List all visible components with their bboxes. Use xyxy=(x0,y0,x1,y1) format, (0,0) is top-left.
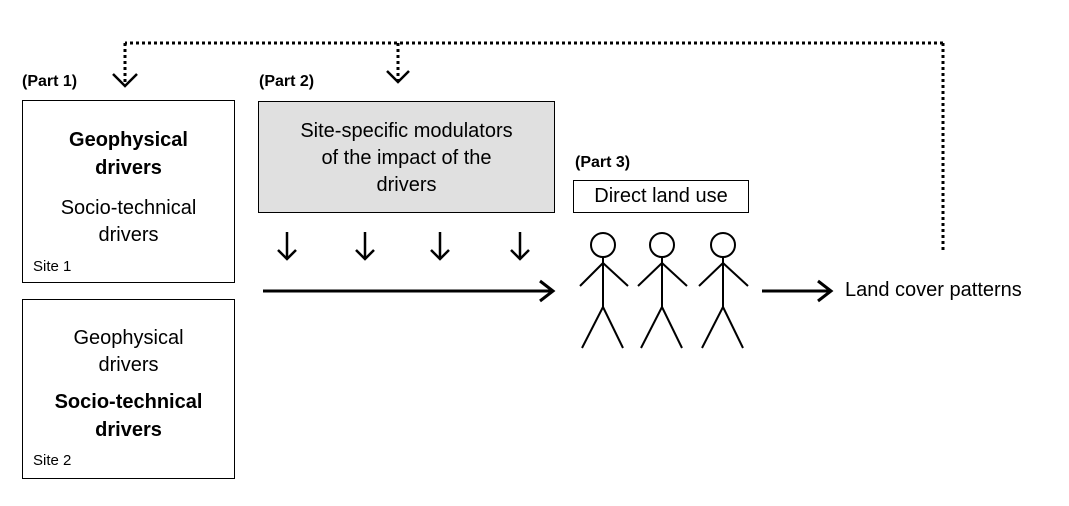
modulators-line1: Site-specific modulators xyxy=(300,120,513,142)
direct-land-use-box: Direct land use xyxy=(573,180,749,213)
arrowhead-part2 xyxy=(386,70,410,84)
site2-sociotechnical-drivers: drivers xyxy=(95,419,162,441)
site2-geophysical-drivers: drivers xyxy=(98,354,159,376)
feedback-loop xyxy=(123,41,945,250)
down-arrow-4 xyxy=(510,232,530,261)
direct-land-use-label: Direct land use xyxy=(594,185,728,207)
modulators-box: Site-specific modulators of the impact o… xyxy=(258,101,555,213)
modulators-line3: drivers xyxy=(376,174,437,196)
stick-figure-2 xyxy=(637,232,688,349)
site1-sociotechnical-drivers: drivers xyxy=(98,224,159,246)
down-arrow-1 xyxy=(277,232,297,261)
part1-label: (Part 1) xyxy=(22,73,78,90)
site1-geophysical-title: Geophysical xyxy=(69,129,188,151)
site2-label: Site 2 xyxy=(33,452,72,469)
land-cover-arrow xyxy=(762,279,834,303)
arrowhead-part1 xyxy=(112,73,138,88)
land-cover-label: Land cover patterns xyxy=(845,279,1022,301)
down-arrows xyxy=(277,232,530,261)
site1-box: Geophysical drivers Socio-technical driv… xyxy=(22,100,235,283)
stick-figure-3 xyxy=(698,232,749,349)
part2-label: (Part 2) xyxy=(259,73,315,90)
down-arrow-3 xyxy=(430,232,450,261)
part3-label: (Part 3) xyxy=(575,154,631,171)
site1-label: Site 1 xyxy=(33,258,72,275)
site2-sociotechnical-title: Socio-technical xyxy=(54,391,203,413)
site2-box: Geophysical drivers Socio-technical driv… xyxy=(22,299,235,479)
down-arrow-2 xyxy=(355,232,375,261)
main-arrow xyxy=(263,279,556,303)
site1-geophysical-drivers: drivers xyxy=(95,157,162,179)
site1-sociotechnical-title: Socio-technical xyxy=(60,197,197,219)
site2-geophysical-title: Geophysical xyxy=(73,327,184,349)
feedback-arrowheads xyxy=(112,70,410,88)
stick-figure-1 xyxy=(579,232,629,349)
modulators-line2: of the impact of the xyxy=(321,147,492,169)
